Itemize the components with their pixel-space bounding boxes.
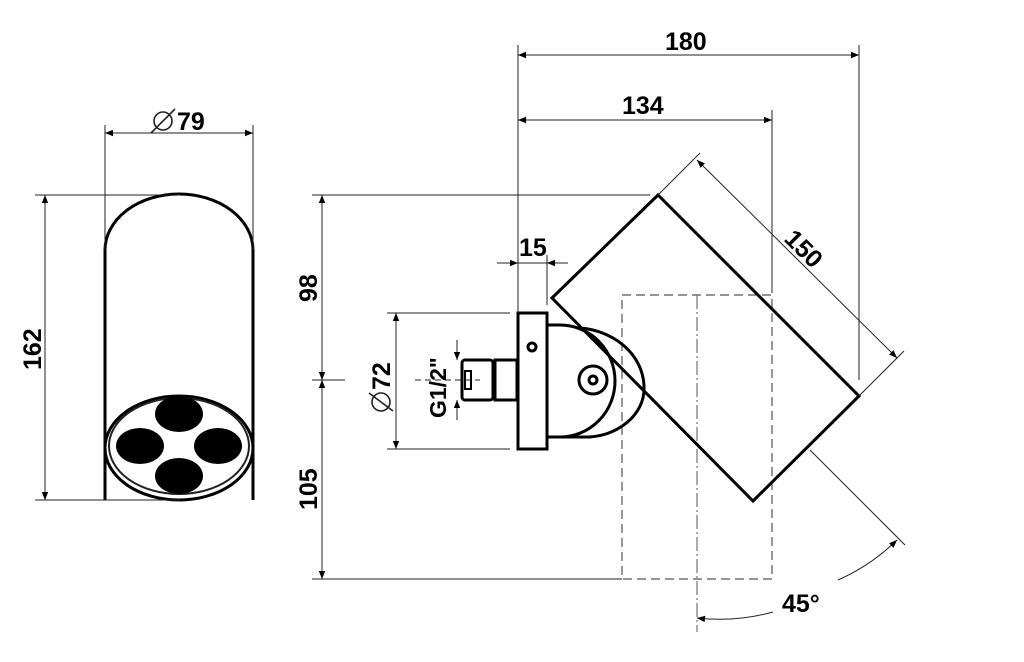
- cylinder-outline: [103, 192, 255, 500]
- dimension-height-98: 98: [295, 274, 323, 302]
- dimension-height-105: 105: [295, 468, 323, 510]
- wall-flange: [516, 311, 549, 451]
- dimension-projection-134: 134: [622, 92, 664, 120]
- dimension-height-162: 162: [19, 328, 47, 370]
- pivot-screw-inner: [587, 374, 599, 386]
- thread-size-label: G1/2": [425, 357, 451, 418]
- dimension-width-180: 180: [665, 28, 707, 56]
- nozzle-hole: [194, 428, 242, 464]
- angle-arc-45: [837, 539, 898, 581]
- dimension-flange-15: 15: [519, 234, 547, 262]
- connector-nut: [493, 358, 519, 402]
- nozzle-hole: [116, 428, 164, 464]
- diameter-symbol-icon: [368, 392, 394, 412]
- dimension-line-length-150: [696, 159, 898, 359]
- connector-thread: [460, 358, 495, 402]
- dimension-angle-45: 45°: [782, 590, 820, 618]
- side-view: 180 134 15 150 98 105 72: [295, 28, 906, 632]
- front-view: 79 162: [19, 108, 255, 502]
- diameter-symbol-icon: [150, 108, 176, 134]
- pivot-screw-outer: [577, 364, 609, 396]
- dimension-length-150: 150: [779, 224, 828, 273]
- nozzle-hole: [155, 458, 203, 494]
- nozzle-hole: [155, 396, 203, 432]
- flange-screw: [526, 341, 538, 353]
- dimension-diameter-72: 72: [368, 362, 396, 390]
- ball-joint-front: [548, 323, 617, 439]
- dimension-diameter-79: 79: [177, 108, 205, 136]
